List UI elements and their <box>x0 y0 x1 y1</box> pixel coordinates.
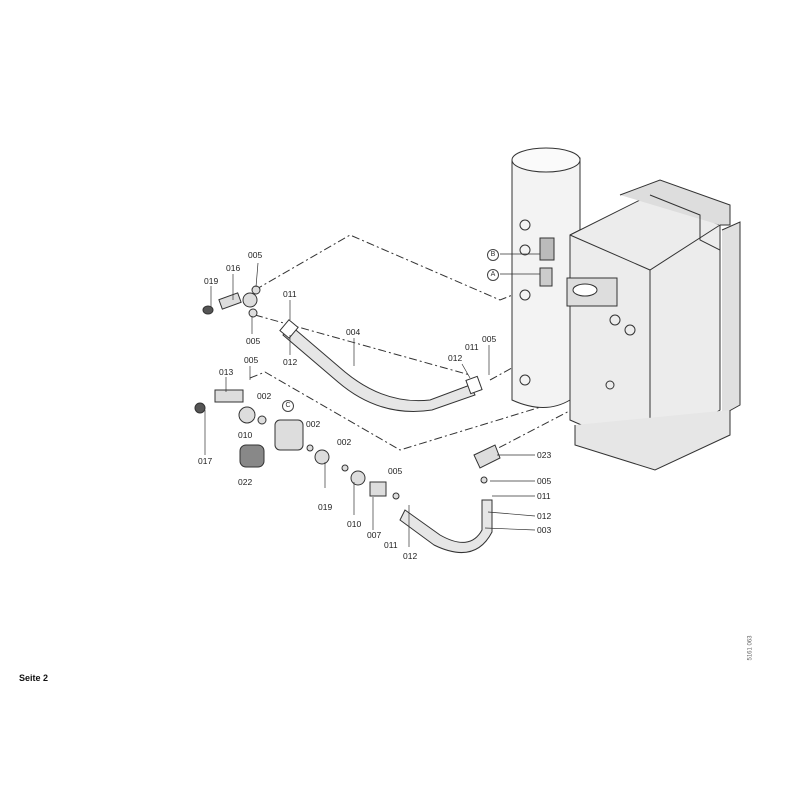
label-002: 002 <box>257 391 272 401</box>
label-005: 005 <box>246 336 261 346</box>
label-011: 011 <box>465 342 479 352</box>
label-005: 005 <box>537 476 552 486</box>
callout-c: C <box>282 400 294 412</box>
label-017: 017 <box>198 456 213 466</box>
drawing-code: 5161 063 <box>747 635 754 661</box>
label-003: 003 <box>537 525 552 535</box>
label-007: 007 <box>367 530 382 540</box>
pipe-003 <box>399 499 493 553</box>
label-002: 002 <box>306 419 321 429</box>
fittings <box>194 285 501 500</box>
label-011: 011 <box>384 540 398 550</box>
label-013: 013 <box>219 367 234 377</box>
label-004: 004 <box>346 327 361 337</box>
label-023: 023 <box>537 450 552 460</box>
leader-lines <box>204 253 540 547</box>
label-005: 005 <box>482 334 497 344</box>
callout-a: A <box>487 269 499 281</box>
label-011: 011 <box>537 491 551 501</box>
label-010: 010 <box>238 430 253 440</box>
label-002: 002 <box>337 437 352 447</box>
callout-b: B <box>487 249 499 261</box>
label-012: 012 <box>283 357 298 367</box>
storage-tank <box>511 147 581 408</box>
page-label: Seite 2 <box>19 673 49 683</box>
boiler <box>566 179 741 471</box>
label-005: 005 <box>248 250 263 260</box>
label-010: 010 <box>347 519 362 529</box>
label-022: 022 <box>238 477 253 487</box>
label-016: 016 <box>226 263 241 273</box>
label-019: 019 <box>318 502 333 512</box>
label-012: 012 <box>448 353 463 363</box>
pipe-004 <box>279 319 483 412</box>
label-011: 011 <box>283 289 297 299</box>
label-005: 005 <box>244 355 259 365</box>
label-012: 012 <box>537 511 552 521</box>
label-012: 012 <box>403 551 418 561</box>
label-018: 019 <box>204 276 219 286</box>
label-005: 005 <box>388 466 403 476</box>
